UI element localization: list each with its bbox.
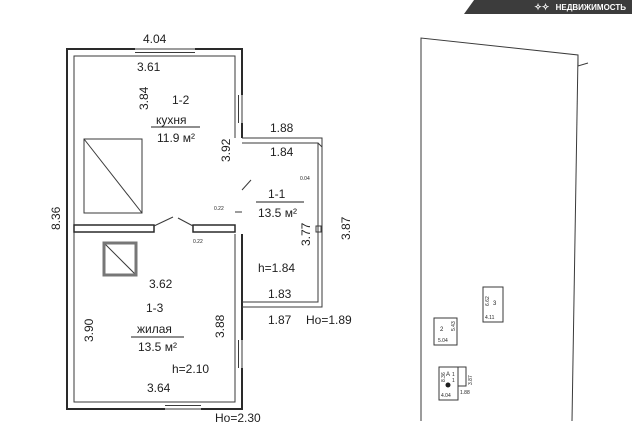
site-boundary	[420, 37, 589, 421]
site-boundary-right	[571, 54, 579, 422]
dim-living-right: 3.88	[213, 314, 227, 338]
door-swing-a	[153, 216, 174, 227]
partition-right	[192, 224, 236, 233]
dim-annex-top-outer: 1.88	[270, 121, 294, 135]
kitchen-name: кухня	[156, 113, 187, 127]
house-annex-width: 1.88	[460, 390, 470, 396]
ho-annex: Hо=1.89	[306, 313, 352, 327]
door-annex-swing	[241, 179, 252, 191]
living-height: h=2.10	[172, 362, 209, 376]
site-plan: 2 5.43 5.04 3 6.62 4.11 8.36 А 1 1 4.04 …	[420, 37, 589, 422]
logo-birds-icon: ✧✧	[534, 2, 550, 12]
dim-annex-height-outer: 3.87	[339, 216, 353, 240]
floor-plan: 4.04 3.61 8.36 3.84 3.92 1.88 1.84 0.04 …	[49, 32, 353, 425]
main-outer-wall	[66, 48, 243, 410]
dim-kitchen-right: 3.92	[219, 138, 233, 162]
dim-small-022b: 0.22	[193, 239, 203, 245]
hall-number: 1-1	[268, 187, 286, 201]
dim-kitchen-height: 3.84	[137, 86, 151, 110]
dim-small-022a: 0.22	[214, 206, 224, 212]
living-area: 13.5 м²	[138, 340, 177, 354]
annex-wall-top	[242, 137, 323, 308]
dim-annex-bottom-outer: 1.87	[268, 313, 292, 327]
stove-living-diag	[103, 242, 137, 276]
partition-left	[73, 224, 155, 233]
dim-bottom-inner: 3.64	[147, 381, 171, 395]
b3-number: 3	[493, 301, 497, 307]
brand-text: НЕДВИЖИМОСТЬ	[555, 3, 626, 12]
b3-height: 6.62	[485, 296, 491, 306]
site-house-marker	[445, 382, 451, 388]
b2-height: 5.43	[451, 321, 457, 331]
living-number: 1-3	[146, 301, 164, 315]
b2-width: 5.04	[438, 338, 448, 344]
kitchen-number: 1-2	[172, 93, 190, 107]
annex-corner-a	[317, 142, 323, 148]
site-building-3	[482, 286, 504, 323]
hall-area: 13.5 м²	[258, 206, 297, 220]
house-sub: 1	[452, 372, 455, 378]
dim-living-left: 3.90	[82, 318, 96, 342]
house-annex-height: 3.87	[468, 375, 474, 385]
house-letter: А	[446, 372, 450, 378]
ho-main: Hо=2.30	[215, 411, 261, 425]
house-height: 8.36	[441, 372, 447, 382]
dim-room-width: 3.62	[149, 277, 173, 291]
dim-left-outer: 8.36	[49, 206, 63, 230]
living-name: жилая	[137, 322, 172, 336]
house-num: 1	[452, 378, 455, 384]
dim-top-outer: 4.04	[143, 32, 167, 46]
annex-wall-inner	[242, 142, 319, 303]
hall-height: h=1.84	[258, 261, 295, 275]
kitchen-area: 11.9 м²	[157, 131, 195, 145]
stove-living-frame	[102, 241, 138, 277]
door-swing-b	[177, 217, 194, 227]
stove-kitchen-diag	[83, 138, 143, 214]
stove-kitchen	[83, 138, 143, 214]
dim-annex-height-inner: 3.77	[299, 222, 313, 246]
b3-width: 4.11	[485, 315, 495, 321]
dim-small-004: 0.04	[300, 176, 310, 182]
site-building-2	[433, 317, 458, 346]
dim-annex-top-inner: 1.84	[270, 145, 294, 159]
dim-top-inner: 3.61	[137, 60, 161, 74]
site-house-annex	[457, 366, 467, 387]
annex-post	[315, 225, 322, 233]
dim-annex-bottom-inner: 1.83	[268, 287, 292, 301]
b2-number: 2	[440, 327, 444, 333]
brand-banner: ✧✧ НЕДВИЖИМОСТЬ	[464, 0, 632, 14]
house-width: 4.04	[441, 393, 451, 399]
